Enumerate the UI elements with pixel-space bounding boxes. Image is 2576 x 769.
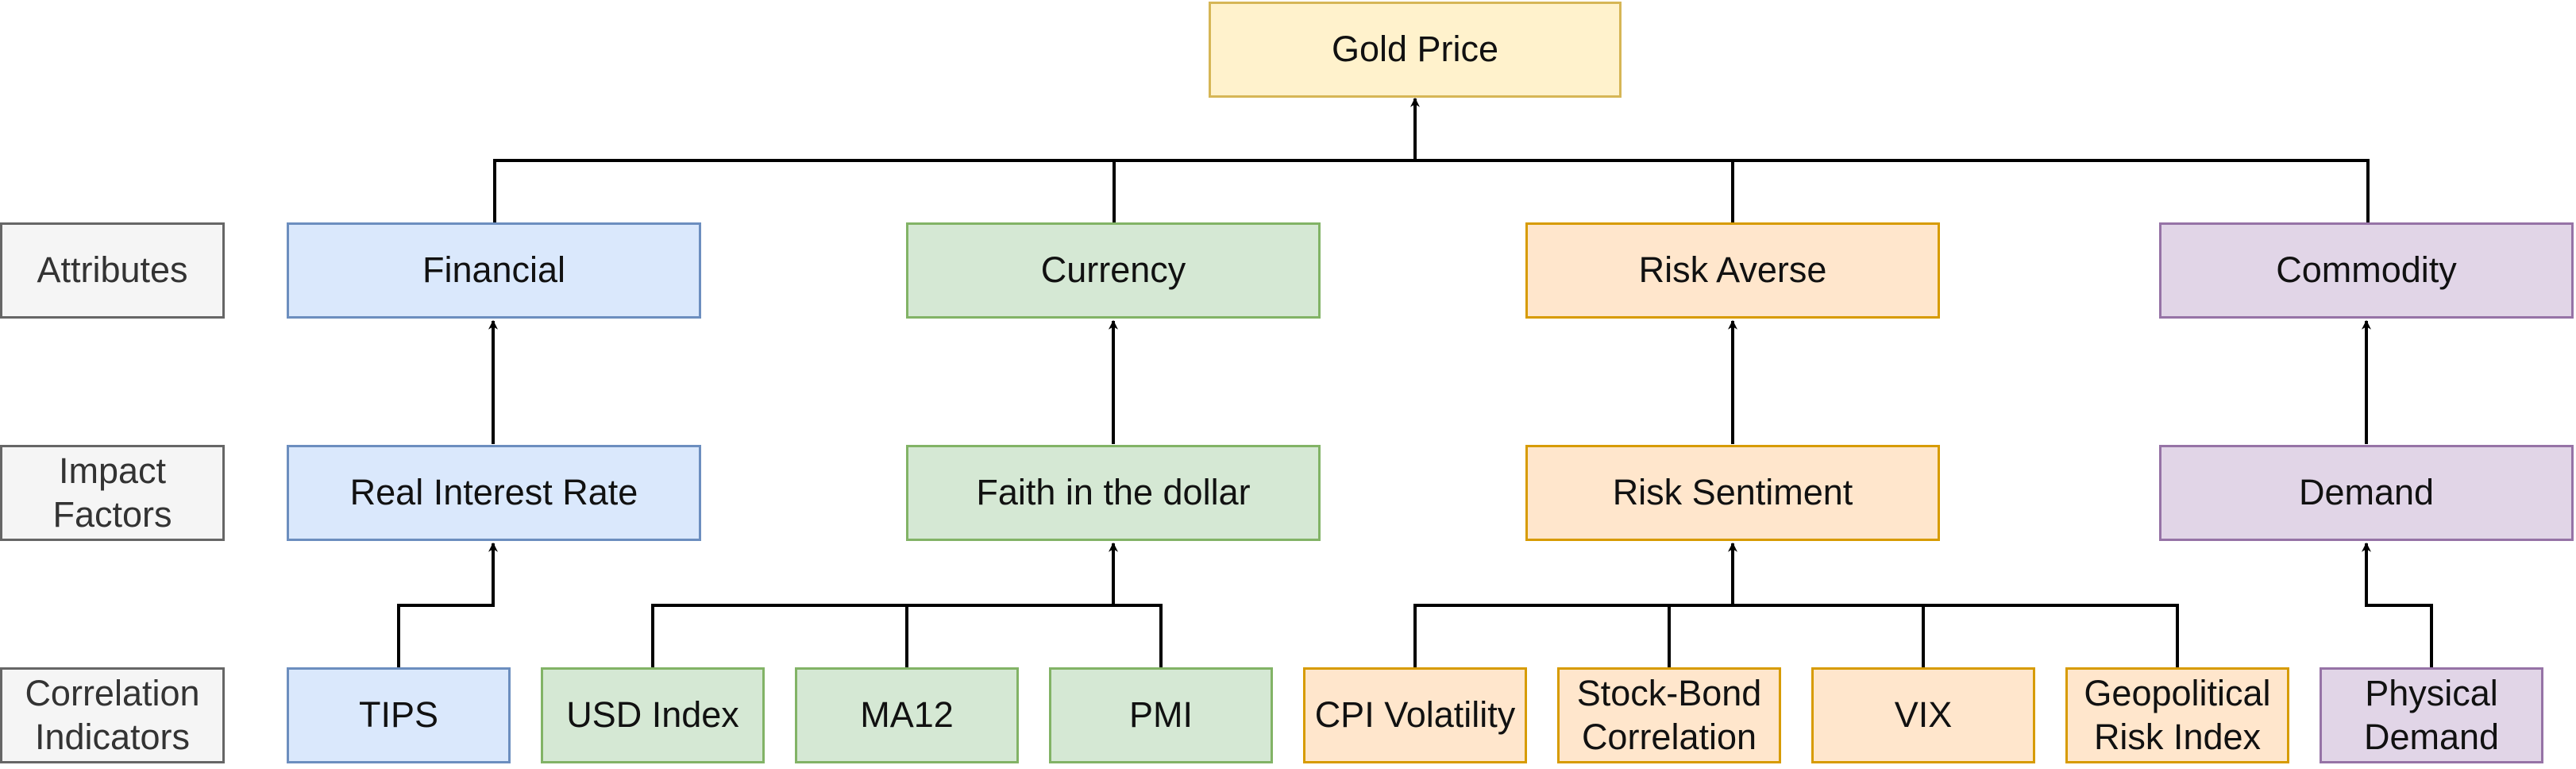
- edge-physical-demand-to-demand: [2362, 542, 2433, 667]
- edge-commodity-to-gold: [1415, 159, 2370, 222]
- edge-pmi-to-faith: [1113, 604, 1163, 667]
- node-risk-averse: Risk Averse: [1525, 222, 1940, 319]
- node-real-interest-rate: Real Interest Rate: [287, 445, 701, 541]
- node-faith-in-the-dollar: Faith in the dollar: [906, 445, 1321, 541]
- node-physical-demand: Physical Demand: [2320, 667, 2543, 763]
- node-tips: TIPS: [287, 667, 511, 763]
- node-financial: Financial: [287, 222, 701, 319]
- node-demand: Demand: [2159, 445, 2574, 541]
- node-currency: Currency: [906, 222, 1321, 319]
- node-risk-sentiment: Risk Sentiment: [1525, 445, 1940, 541]
- row-label-correlation-indicators: Correlation Indicators: [0, 667, 225, 763]
- edge-financial-to-gold: [493, 97, 1420, 222]
- node-stock-bond-correlation: Stock-Bond Correlation: [1557, 667, 1781, 763]
- row-label-impact-factors: Impact Factors: [0, 445, 225, 541]
- node-usd-index: USD Index: [541, 667, 765, 763]
- node-vix: VIX: [1811, 667, 2035, 763]
- node-pmi: PMI: [1049, 667, 1273, 763]
- row-label-attributes: Attributes: [0, 222, 225, 319]
- node-commodity: Commodity: [2159, 222, 2574, 319]
- edge-risk-averse-to-gold: [1415, 159, 1734, 222]
- node-cpi-volatility: CPI Volatility: [1303, 667, 1527, 763]
- edge-tips-to-real-interest: [397, 542, 498, 667]
- edge-usd-index-to-faith: [651, 542, 1118, 667]
- node-geopolitical-risk-index: Geopolitical Risk Index: [2065, 667, 2289, 763]
- node-gold-price: Gold Price: [1209, 2, 1622, 98]
- edge-currency-to-gold: [1113, 159, 1415, 222]
- edge-geopolitical-to-sentiment: [1733, 604, 2179, 667]
- node-ma12: MA12: [795, 667, 1019, 763]
- edge-cpi-volatility-to-sentiment: [1413, 542, 1737, 667]
